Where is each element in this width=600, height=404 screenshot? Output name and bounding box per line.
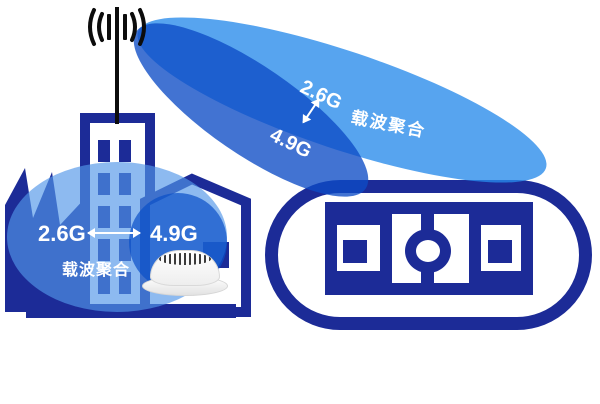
field-center-circle	[405, 229, 451, 273]
antenna-icon	[88, 7, 146, 51]
small-cell-vents	[159, 253, 211, 265]
field-penalty-box-left	[329, 213, 392, 283]
indoor-26g-label: 2.6G	[38, 221, 86, 246]
window	[119, 140, 131, 162]
indoor-49g-label: 4.9G	[150, 221, 198, 246]
window	[98, 140, 110, 162]
field-goal-box-left	[343, 240, 367, 263]
antenna-mast	[115, 40, 119, 124]
indoor-carrier-aggregation-label: 载波聚合	[62, 262, 131, 279]
field-penalty-box-right	[469, 213, 533, 283]
small-cell-device-icon	[142, 250, 228, 298]
field-goal-box-right	[488, 240, 512, 263]
indoor-aggregation-arrow	[87, 228, 141, 238]
